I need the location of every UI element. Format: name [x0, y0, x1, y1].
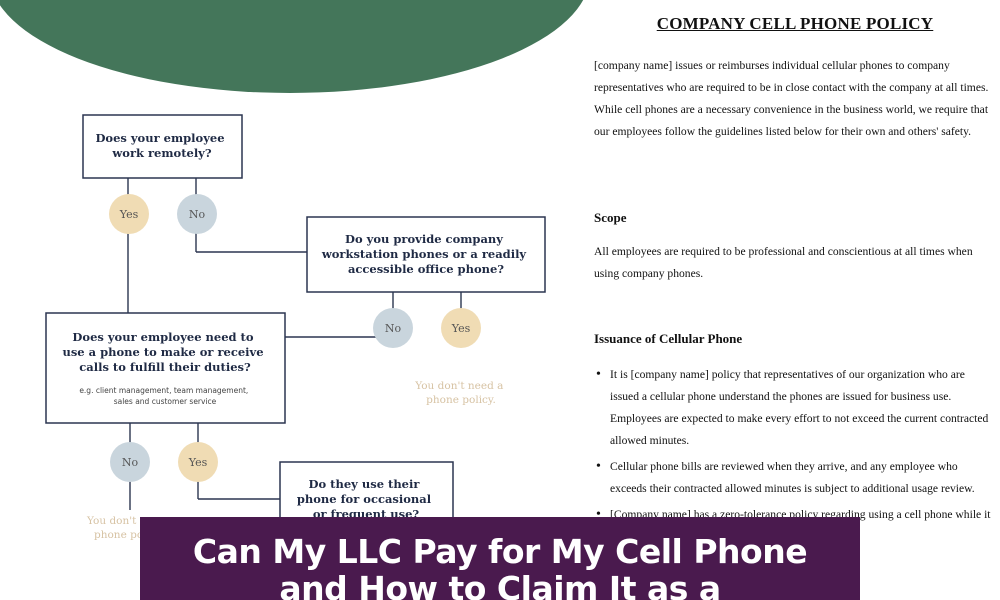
question-office-phone: Do you provide company workstation phone… [321, 232, 530, 276]
question-work-remotely: Does your employee work remotely? [95, 131, 228, 160]
issuance-heading: Issuance of Cellular Phone [594, 331, 743, 346]
list-item: Cellular phone bills are reviewed when t… [594, 456, 994, 500]
header-green-ellipse [0, 0, 584, 93]
list-item: It is [company name] policy that represe… [594, 364, 994, 452]
no-policy-note-2: You don't n phone po [86, 515, 150, 541]
no-circle-1 [177, 194, 217, 234]
no-circle-3 [110, 442, 150, 482]
scope-heading: Scope [594, 210, 627, 225]
no-label-1: No [189, 208, 206, 221]
question-box-phone-duties [45, 312, 286, 424]
question-usage-frequency: Do they use their phone for occasional o… [297, 477, 435, 521]
yes-circle-2 [441, 308, 481, 348]
article-title-line-1: Can My LLC Pay for My Cell Phone [192, 532, 808, 571]
no-policy-note-1: You don't need a phone policy. [414, 380, 507, 406]
yes-circle-1 [109, 194, 149, 234]
yes-circle-3 [178, 442, 218, 482]
issuance-list: It is [company name] policy that represe… [594, 364, 994, 552]
policy-intro: [company name] issues or reimburses indi… [594, 59, 989, 138]
no-label-2: No [385, 322, 402, 335]
policy-document: COMPANY CELL PHONE POLICY [company name]… [590, 0, 1000, 600]
flow-connectors [127, 178, 462, 510]
question-phone-duties: Does your employee need to use a phone t… [62, 330, 267, 374]
scope-text: All employees are required to be profess… [594, 245, 973, 280]
yes-label-2: Yes [451, 322, 471, 335]
no-label-3: No [122, 456, 139, 469]
question-phone-duties-examples: e.g. client management, team management,… [79, 386, 250, 406]
title-banner: Can My LLC Pay for My Cell Phone and How… [140, 517, 860, 600]
yes-label-1: Yes [119, 208, 139, 221]
no-circle-2 [373, 308, 413, 348]
decision-flowchart: Does your employee work remotely? Yes No… [0, 0, 584, 541]
flowchart-panel: Does your employee work remotely? Yes No… [0, 0, 584, 541]
yes-label-3: Yes [188, 456, 208, 469]
question-box-work-remotely [82, 114, 243, 179]
question-box-office-phone [306, 216, 546, 293]
document-title: COMPANY CELL PHONE POLICY [656, 14, 934, 33]
article-title: Can My LLC Pay for My Cell Phone and How… [140, 517, 860, 600]
article-title-line-2: and How to Claim It as a [279, 569, 721, 600]
